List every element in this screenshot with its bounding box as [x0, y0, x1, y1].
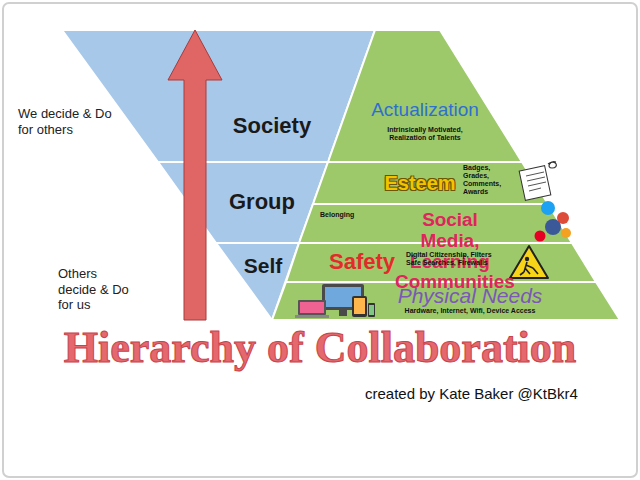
laptop: [298, 300, 326, 315]
band-fill: [328, 30, 522, 162]
warning-sign-icon: [510, 246, 548, 278]
level-examples: Intrinsically Motivated, Realization of …: [375, 126, 475, 142]
band-fill: [272, 282, 620, 320]
band-shape: [328, 30, 522, 162]
phone: [368, 303, 375, 317]
social-badge: [545, 219, 561, 235]
esteem-band: EsteemBadges, Grades, Comments, Awards: [313, 162, 548, 204]
side-note: Others decide & Do for us: [58, 266, 136, 313]
level-title: Safety: [322, 250, 402, 274]
worker-figure: [520, 262, 538, 275]
physical-needs-band: Physical NeedsHardware, Internet, Wifi, …: [272, 282, 620, 320]
monitor-screen: [325, 287, 361, 307]
side-note: We decide & Do for others: [18, 106, 130, 137]
level-examples: Hardware, Internet, Wifi, Device Access: [385, 307, 555, 315]
author-credit: created by Kate Baker @KtBkr4: [365, 386, 630, 403]
monitor-stand: [339, 310, 347, 316]
band-shape: [62, 30, 375, 162]
tablet-screen: [354, 298, 365, 314]
devices-icon: [295, 284, 375, 318]
tablet: [352, 296, 367, 317]
social-badge: [541, 201, 555, 215]
level-title: Esteem: [380, 172, 460, 194]
up-arrow: [168, 30, 222, 320]
level-examples: Badges, Grades, Comments, Awards: [463, 164, 518, 196]
band-label: Group: [222, 190, 302, 214]
level-examples: Belonging: [320, 211, 392, 219]
paper-lines: [526, 172, 546, 191]
laptop-screen: [300, 302, 324, 313]
social-badge: [535, 231, 546, 242]
band-fill: [313, 162, 548, 204]
society-band: Society: [62, 30, 375, 162]
band-label: Society: [222, 114, 322, 138]
warning-triangle: [510, 246, 548, 278]
diagram-title: Hierarchy of Collaboration: [10, 324, 630, 372]
level-examples: Digital Citizenship, Filters Safe Search…: [406, 251, 502, 267]
band-fill: [286, 243, 596, 282]
laptop-base: [295, 315, 329, 318]
social-badge: [561, 228, 571, 238]
ribbon-curl: [548, 162, 556, 168]
social-icons: [535, 201, 572, 242]
phone-screen: [369, 305, 374, 315]
monitor: [322, 284, 364, 310]
certificate-icon: [519, 162, 556, 201]
paper: [519, 166, 551, 201]
actualization-band: ActualizationIntrinsically Motivated, Re…: [328, 30, 522, 162]
level-title: Actualization: [365, 100, 485, 121]
slide-border: [3, 3, 637, 477]
band-label: Self: [234, 254, 292, 277]
belonging-band: BelongingSocial Media, Learning Communit…: [299, 204, 572, 243]
band-fill: [62, 30, 375, 162]
worker-head: [525, 257, 529, 261]
level-title: Physical Needs: [380, 284, 560, 307]
social-badge: [557, 212, 569, 224]
